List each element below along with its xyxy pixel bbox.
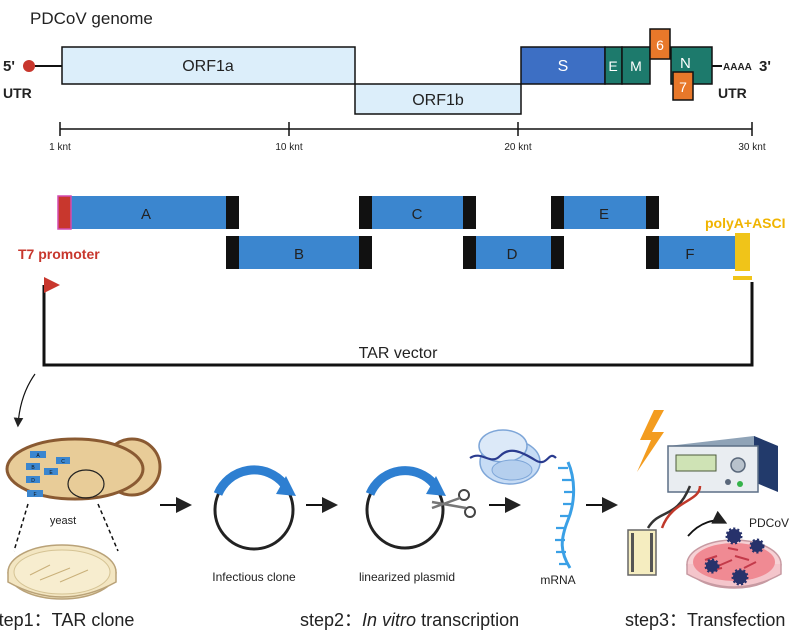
tick-label-30knt: 30 knt (738, 142, 765, 153)
zoom-line-right (97, 503, 119, 552)
fragment-f-label: F (685, 246, 694, 263)
polya-tail-label: AAAA (723, 62, 752, 73)
e-gene-label: E (608, 58, 617, 74)
infectious-clone-plasmid: Infectious clone (212, 465, 296, 584)
s-gene-label: S (558, 58, 569, 75)
orf1a-box: ORF1a (61, 46, 356, 85)
step3-panel: PDCoV step3：Transfection (625, 410, 789, 630)
lightning-bolt-icon (637, 410, 664, 472)
yeast-chip-b: B (31, 465, 35, 471)
cuvette-icon (627, 529, 657, 576)
electroporator-icon (667, 436, 778, 493)
fragment-a-label: A (141, 206, 151, 223)
tick-label-10knt: 10 knt (275, 142, 302, 153)
red-lead-icon (660, 485, 702, 529)
m-gene-label: M (630, 58, 642, 74)
black-lead-icon (646, 485, 692, 529)
vector-to-yeast-arrow-icon (13, 373, 36, 428)
yeast-chip-e: E (49, 470, 53, 476)
utr-left-label: UTR (3, 85, 32, 101)
fragment-f: F (646, 233, 752, 280)
fragment-a: A (57, 195, 239, 230)
yeast-chip-c: C (61, 459, 65, 465)
yeast-chip-f: F (33, 492, 36, 498)
t7-promoter-arrow-icon (44, 277, 60, 293)
ns7-gene-label: 7 (679, 79, 687, 95)
genome-scale-bar: 1 knt 10 knt 20 knt 30 knt (49, 122, 766, 153)
tar-vector-label: TAR vector (359, 345, 439, 362)
fragment-c: C (359, 196, 476, 229)
step2-italic: In vitro (362, 610, 416, 630)
yeast-chip-a: A (36, 453, 40, 459)
t7-promoter-label: T7 promoter (18, 246, 100, 262)
fragment-b-label: B (294, 246, 304, 263)
fragment-d-label: D (507, 246, 518, 263)
mrna-label: mRNA (540, 573, 575, 587)
three-prime-label: 3' (759, 58, 771, 75)
tar-fragments: A B C D E (18, 195, 786, 367)
yeast-fragment-chips: A B C D E F (26, 451, 70, 498)
e-gene-box: E (604, 46, 623, 85)
ns6-gene-box: 6 (649, 28, 671, 60)
pdcov-label: PDCoV (749, 516, 789, 530)
cap-dot-icon (23, 60, 35, 72)
zoom-line-left (13, 503, 29, 552)
step3-label: step3：Transfection (625, 610, 785, 630)
utr-right-label: UTR (718, 85, 747, 101)
m-gene-box: M (621, 46, 651, 85)
polya-ascl-label: polyA+ASCI (705, 215, 786, 231)
step1-label: step1：TAR clone (0, 610, 134, 630)
scissors-icon (431, 489, 476, 518)
genome-title: PDCoV genome (30, 9, 153, 28)
linearized-plasmid: linearized plasmid (359, 466, 476, 584)
ns7-gene-box: 7 (672, 71, 694, 101)
clone-arrowhead-icon (276, 476, 296, 496)
yeast-label: yeast (50, 515, 76, 527)
infectious-clone-label: Infectious clone (212, 570, 296, 584)
orf1b-label: ORF1b (412, 92, 464, 109)
rna-polymerase-icon (469, 429, 557, 485)
fragment-e-label: E (599, 206, 609, 223)
s-gene-box: S (520, 46, 606, 85)
clone-insert-arc-icon (213, 465, 288, 496)
mrna-strand-icon (555, 461, 576, 569)
fragment-d: D (463, 236, 564, 269)
step2-label: step2：In vitro transcription (300, 610, 519, 630)
orf1b-box: ORF1b (354, 83, 522, 115)
genome-map: PDCoV genome 5' UTR ORF1a ORF1b S E M 6 (3, 9, 771, 153)
n-gene-label: N (680, 55, 691, 72)
step2-prefix: step2： (300, 610, 362, 630)
step1-panel: A B C D E F yeast step1：TAR clone (0, 373, 162, 630)
tick-label-1knt: 1 knt (49, 142, 71, 153)
tick-label-20knt: 20 knt (504, 142, 531, 153)
ns6-gene-label: 6 (656, 37, 664, 53)
yeast-chip-d: D (31, 478, 35, 484)
tar-vector-loop (42, 277, 754, 367)
cuvette-to-dish-arrow-icon (687, 510, 728, 537)
orf1a-label: ORF1a (182, 58, 234, 75)
step2-suffix: transcription (416, 610, 519, 630)
fragment-e: E (551, 196, 659, 229)
five-prime-label: 5' (3, 58, 15, 75)
virus-particle-icons (704, 527, 765, 586)
linearized-plasmid-label: linearized plasmid (359, 570, 455, 584)
fragment-c-label: C (412, 206, 423, 223)
petri-dish-icon (7, 544, 117, 600)
fragment-b: B (226, 236, 372, 269)
